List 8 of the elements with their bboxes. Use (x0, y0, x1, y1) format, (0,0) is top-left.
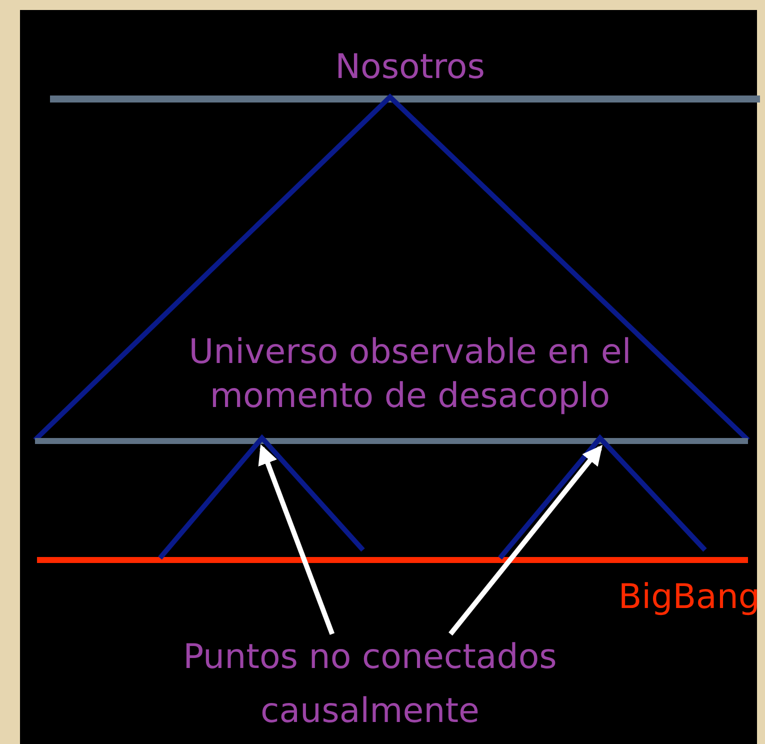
light-cone (498, 434, 707, 560)
leader-arrow (258, 444, 335, 635)
light-cone (158, 434, 365, 560)
big-bang-label: BigBang (617, 576, 760, 619)
annotation-text: Puntos no conectados causalmente (140, 630, 600, 738)
observer-label: Nosotros (334, 46, 486, 89)
leader-arrow (448, 444, 602, 636)
horizon-label: Universo observable en el momento de desacoplo (188, 331, 632, 418)
